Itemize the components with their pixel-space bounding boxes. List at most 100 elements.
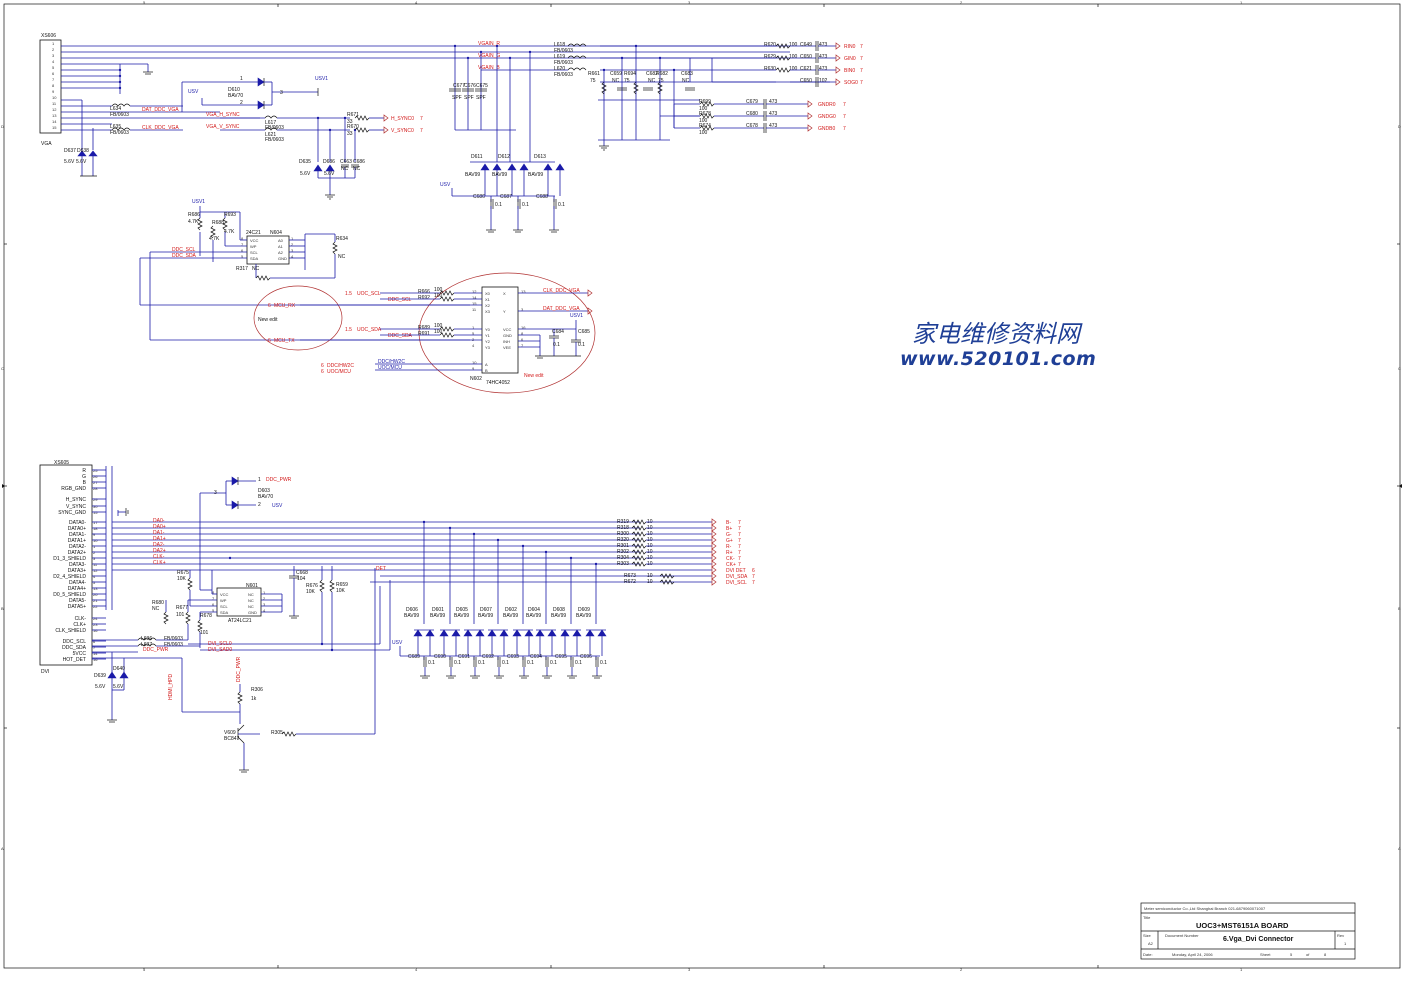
gnd-out-cap-ref: C679: [746, 99, 758, 105]
dvi-pin-label: DATA0-: [69, 520, 86, 526]
vga-esd-cap-value: 0.1: [495, 202, 502, 208]
dvi-line-port: [711, 542, 717, 550]
dvi-eeprom-pin-right: GND: [248, 610, 257, 615]
dvi-esd-part: BAV99: [430, 613, 445, 619]
esd-diode-bottom: [492, 163, 502, 171]
vga-esd-cap-value: 0.1: [522, 202, 529, 208]
net-vga-hsync: VGA_H_SYNC: [206, 112, 240, 118]
mux-sel-ddc-net: DDC/HW2C: [327, 363, 354, 369]
dvi-esd-cap: [545, 657, 549, 667]
eeprom-pin-num-right: 4: [291, 254, 294, 259]
dvi-line-res-ref: R318: [617, 525, 629, 531]
rgb-out-cap-value: 473: [819, 42, 828, 48]
dvi-eeprom-pin-left: SCL: [220, 604, 229, 609]
ferrite-l634-part: FB/0603: [110, 112, 129, 118]
dvi-esd-ref: D609: [578, 607, 590, 613]
zener-d638-ref: D638: [77, 148, 89, 154]
mux-net-res-value: 100: [434, 323, 443, 329]
net-vgain-b: VGAIN_B: [478, 65, 500, 71]
r677-ref: R677: [176, 605, 188, 611]
dvi-eeprom-pin-num-right: 2: [263, 596, 266, 601]
dvi-esd-cap-value: 0.1: [527, 660, 534, 666]
c683-ref: C683: [681, 71, 693, 77]
dvi-eeprom-pin-num-right: 1: [263, 590, 266, 595]
rev-label: Rev: [1337, 933, 1344, 938]
gnd-out-page: 7: [843, 114, 846, 120]
gnd-out-net: GNDG0: [818, 114, 836, 120]
dvi-pin-num: 16: [93, 628, 98, 633]
dvi-pin-label: D0_5_SHIELD: [53, 592, 86, 598]
mux-pin-num-left: 15: [472, 301, 477, 306]
eeprom-vga-ref: N604: [270, 230, 282, 236]
dvi-pin-label: 5VCC: [73, 651, 87, 657]
dvi-line-net: DA0-: [153, 518, 165, 524]
cap-c677-ref: C677: [453, 83, 465, 89]
dvi-esd-diode-a: [413, 629, 423, 637]
rgb-out-cap-ref: C621: [800, 66, 812, 72]
rgb-out-res-ref: R630: [764, 66, 776, 72]
ferrite-l621-part: FB/0603: [265, 137, 284, 143]
rgb-out-capacitor: [815, 41, 819, 51]
dvi-line-port: [711, 554, 717, 562]
d610-ref: D610: [228, 87, 240, 93]
esd-diode-top: [543, 163, 553, 171]
mux-pin-left: Y3: [485, 345, 491, 350]
d610-pin2: 2: [240, 100, 243, 106]
dvi-pin-label: DATA1+: [68, 538, 86, 544]
dvi-line-out: G-: [726, 532, 732, 538]
net-vga-vsync: VGA_V_SYNC: [206, 124, 240, 130]
dvi-pin-num: 4: [93, 574, 96, 579]
vga-pin-7: 7: [52, 77, 55, 82]
dvi-esd-cap-value: 0.1: [428, 660, 435, 666]
left-tick-B: B: [1, 606, 4, 611]
dvi-pin-num: 23: [93, 622, 98, 627]
dvi-esd-diode-a: [463, 629, 473, 637]
net-v-sync0: V_SYNC0: [391, 128, 414, 134]
rgb-out-resistor: [775, 55, 791, 61]
ferrite-l635-ref: L635: [110, 124, 121, 130]
dvi-aux-out: DVI_SDA: [726, 574, 748, 580]
gnd-out-port: [807, 112, 813, 120]
vga-connector-ref: XS606: [41, 33, 56, 39]
mux-sel-ddc-net-2: DDC/HW2C: [378, 359, 405, 365]
mux-pin-num-right: 7: [521, 343, 524, 348]
mux-net-name: UOC_SCL: [357, 291, 381, 297]
dvi-line-out: CK-: [726, 556, 735, 562]
dvi-esd-part: BAV99: [454, 613, 469, 619]
r682-ref: R682: [656, 71, 668, 77]
dvi-pin-label: CLK-: [75, 616, 87, 622]
cap-c663-ref: C663: [340, 159, 352, 165]
dvi-line-page: 7: [738, 532, 741, 538]
dvi-esd-cap-value: 0.1: [502, 660, 509, 666]
mux-pin-right: INH: [503, 339, 510, 344]
r670-ref: R670: [347, 124, 359, 130]
new-edit-note-2: New edit: [524, 373, 544, 379]
vga-pin-10: 10: [52, 95, 57, 100]
rgb-out-cap-ref: C649: [800, 42, 812, 48]
cap-c675-ref: C675: [476, 83, 488, 89]
rgb-out-page: 7: [860, 68, 863, 74]
vga-esd-ref: D612: [498, 154, 510, 160]
net-ddc-sda-eep: DDC_SDA: [172, 253, 197, 259]
dvi-connector-label: DVI: [41, 669, 49, 675]
dvi-esd-diode-a: [512, 629, 522, 637]
mux-pin-num-left: 10: [472, 360, 477, 365]
r671-ref: R671: [347, 112, 359, 118]
dvi-pin-num: 22: [93, 604, 98, 609]
dvi-line-resistor: [631, 561, 647, 567]
r634-ref: R634: [336, 236, 348, 242]
dvi-esd-cap: [497, 657, 501, 667]
gnd-out-res-value: 100: [699, 106, 708, 112]
gnd-out-capacitor: [763, 99, 767, 109]
zener-d636-value: 5.6V: [324, 171, 335, 177]
dvi-line-port: [711, 560, 717, 568]
dvi-aux-port: [711, 566, 717, 574]
net-vgain-g: VGAIN_G: [478, 53, 500, 59]
junction-dot: [448, 526, 452, 530]
mux-pin-right: GND: [503, 333, 512, 338]
net-usv-esd: USV: [440, 182, 451, 188]
watermark: 家电维修资料网 www.520101.com: [900, 320, 1096, 370]
